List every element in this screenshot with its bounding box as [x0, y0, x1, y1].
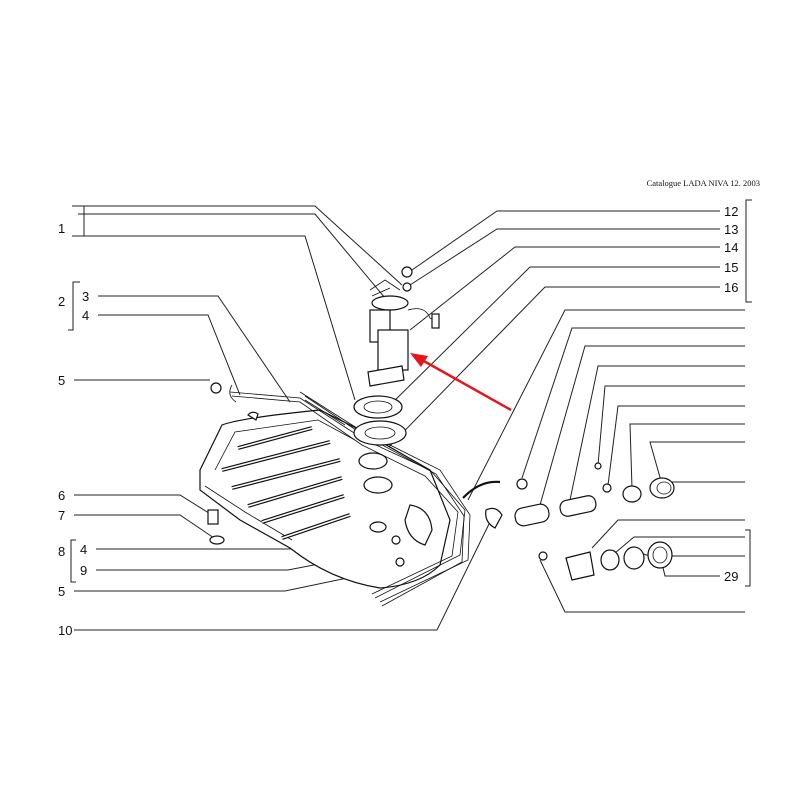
fuel-pipes — [229, 391, 471, 607]
red-arrow-indicator — [410, 353, 512, 412]
right-labels: 12 13 14 15 16 29 — [377, 199, 752, 613]
label-16: 16 — [724, 280, 738, 295]
label-3: 3 — [82, 289, 89, 304]
catalogue-caption: Catalogue LADA NIVA 12. 2003 — [646, 178, 760, 188]
label-6: 6 — [58, 488, 65, 503]
fuel-tank — [199, 409, 451, 589]
small-fasteners — [207, 509, 405, 567]
label-13: 13 — [724, 222, 738, 237]
label-12: 12 — [724, 204, 738, 219]
label-4-top: 4 — [82, 308, 89, 323]
label-29: 29 — [724, 569, 738, 584]
label-10: 10 — [58, 623, 72, 638]
seal-rings — [210, 382, 407, 470]
label-5-bottom: 5 — [58, 584, 65, 599]
label-1: 1 — [58, 221, 65, 236]
label-15: 15 — [724, 260, 738, 275]
label-9: 9 — [80, 563, 87, 578]
label-4-bottom: 4 — [80, 542, 87, 557]
label-14: 14 — [724, 240, 738, 255]
filler-hose-parts — [462, 462, 675, 581]
label-5-top: 5 — [58, 373, 65, 388]
left-labels: 1 2 3 4 5 6 7 8 4 9 5 10 — [58, 205, 491, 638]
label-8: 8 — [58, 544, 65, 559]
fuel-pump-assembly — [367, 266, 440, 387]
label-2: 2 — [58, 294, 65, 309]
label-7: 7 — [58, 508, 65, 523]
